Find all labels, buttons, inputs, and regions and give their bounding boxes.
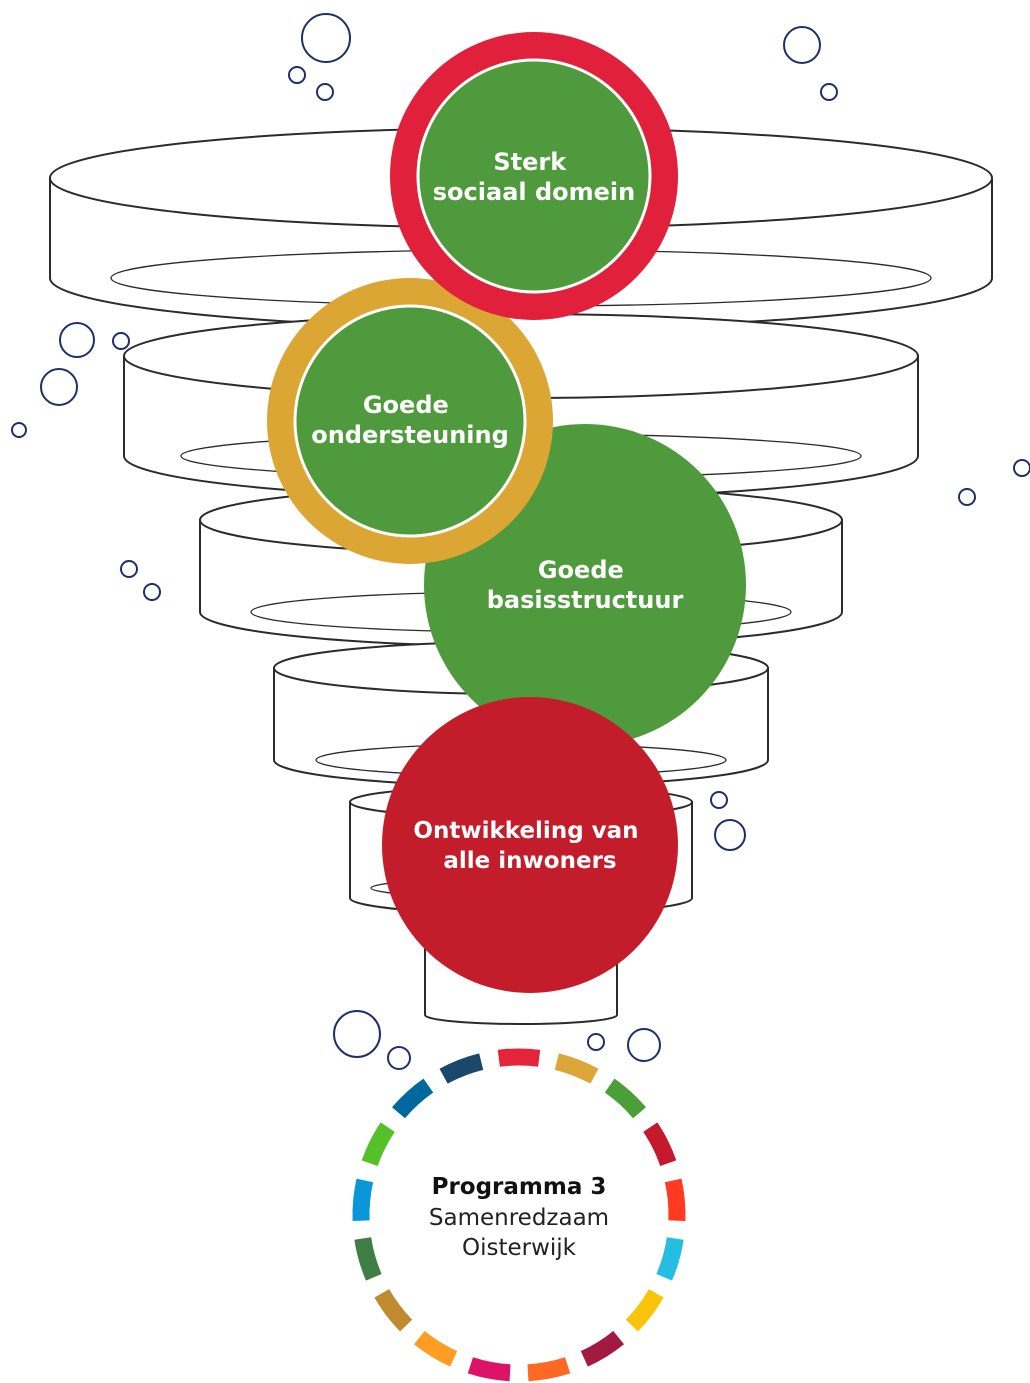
bubble (820, 83, 838, 101)
circle-label-line: Ontwikkeling van alle inwoners (413, 818, 646, 874)
sdg-segment (643, 1122, 677, 1167)
sdg-segment (354, 1236, 382, 1281)
bubble (40, 368, 78, 406)
bubble (387, 1046, 411, 1070)
sdg-wheel (352, 1048, 686, 1382)
circle-label-line: Goede basisstructuur (487, 556, 684, 614)
sdg-segment (664, 1178, 686, 1221)
circle-label-line: Goede ondersteuning (311, 391, 509, 449)
sdg-segment (467, 1357, 511, 1382)
sdg-segment (374, 1288, 413, 1332)
bubble (333, 1010, 381, 1058)
bubble (710, 791, 728, 809)
sdg-segment (361, 1122, 395, 1167)
bubble (143, 583, 161, 601)
circle-goede-ondersteuning: Goede ondersteuning (267, 278, 553, 564)
circle-sterk-sociaal-domein: Sterk sociaal domein (390, 32, 678, 320)
sdg-segment (604, 1078, 646, 1119)
sdg-segment (625, 1288, 664, 1332)
program-title: Programma 3 (432, 1174, 607, 1200)
bubble (587, 1033, 605, 1051)
sdg-segment (413, 1330, 458, 1367)
bubble (714, 819, 746, 851)
sdg-segment (580, 1330, 625, 1367)
sdg-segment (527, 1357, 571, 1382)
bubble (59, 322, 95, 358)
bubble (301, 13, 351, 63)
sdg-segment (497, 1048, 541, 1067)
bubble (288, 66, 306, 84)
program-label: Programma 3 Samenredzaam Oisterwijk (429, 1174, 609, 1261)
sdg-segment (554, 1053, 599, 1084)
bubble (783, 26, 821, 64)
program-subtitle-line-1: Samenredzaam (429, 1205, 609, 1231)
sdg-segment (656, 1236, 684, 1281)
bubble (120, 560, 138, 578)
bubble (112, 332, 130, 350)
decorative-bubbles (11, 13, 1030, 1070)
bubble (627, 1028, 661, 1062)
program-subtitle-line-2: Oisterwijk (462, 1235, 577, 1261)
circle-label-line: Sterk sociaal domein (433, 148, 635, 206)
bubble (316, 83, 334, 101)
sdg-segment (352, 1178, 374, 1221)
sdg-segment (392, 1078, 434, 1119)
circle-ontwikkeling-alle-inwoners: Ontwikkeling van alle inwoners (382, 697, 678, 993)
sdg-segment (439, 1053, 484, 1084)
bubble (958, 488, 976, 506)
bubble (1013, 459, 1030, 477)
bubble (11, 422, 27, 438)
